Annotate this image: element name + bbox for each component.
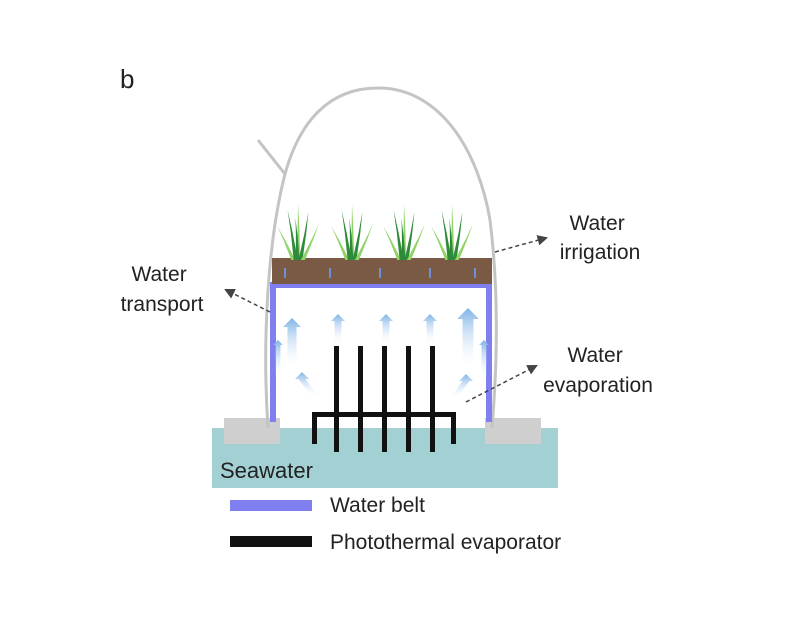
water-evaporation-label: Water evaporation xyxy=(543,344,653,397)
water-irrigation-label: Water irrigation xyxy=(560,212,641,264)
legend: Water belt Photothermal evaporator xyxy=(230,494,561,554)
legend-water-belt-swatch xyxy=(230,500,312,511)
left-support-block xyxy=(224,418,280,444)
legend-evaporator-label: Photothermal evaporator xyxy=(330,531,561,554)
irrigation-drops xyxy=(284,268,476,278)
legend-evaporator-swatch xyxy=(230,536,312,547)
transport-pointer-arrow xyxy=(224,289,271,313)
irrigation-pointer-arrow xyxy=(494,235,549,253)
grass-tuft-icon xyxy=(331,204,373,260)
panel-letter: b xyxy=(120,64,134,94)
water-chamber xyxy=(276,284,486,406)
right-support-block xyxy=(485,418,541,444)
photothermal-evaporator xyxy=(312,346,456,452)
vapor-arrow-icon xyxy=(379,314,393,345)
vapor-arrow-icon xyxy=(331,314,345,345)
grass-tuft-icon xyxy=(431,204,473,260)
vapor-arrow-icon xyxy=(283,318,301,370)
grass-tuft-icon xyxy=(383,204,425,260)
soil-layer xyxy=(272,258,492,284)
vapor-arrow-icon xyxy=(295,372,320,398)
evaporation-pointer-arrow xyxy=(465,365,538,403)
water-belt xyxy=(270,282,492,422)
vapor-arrow-icon xyxy=(479,340,489,380)
water-transport-label: Water transport xyxy=(121,263,204,316)
grass-tuft-icon xyxy=(277,204,319,260)
vapor-arrow-icon xyxy=(457,308,479,370)
vapor-arrows xyxy=(273,308,489,400)
vapor-arrow-icon xyxy=(423,314,437,345)
vapor-arrow-icon xyxy=(448,374,473,400)
plants xyxy=(277,204,473,260)
legend-water-belt-label: Water belt xyxy=(330,494,425,517)
greenhouse-dome xyxy=(256,86,498,429)
vapor-arrow-icon xyxy=(273,340,283,378)
seawater-label: Seawater xyxy=(220,458,313,483)
